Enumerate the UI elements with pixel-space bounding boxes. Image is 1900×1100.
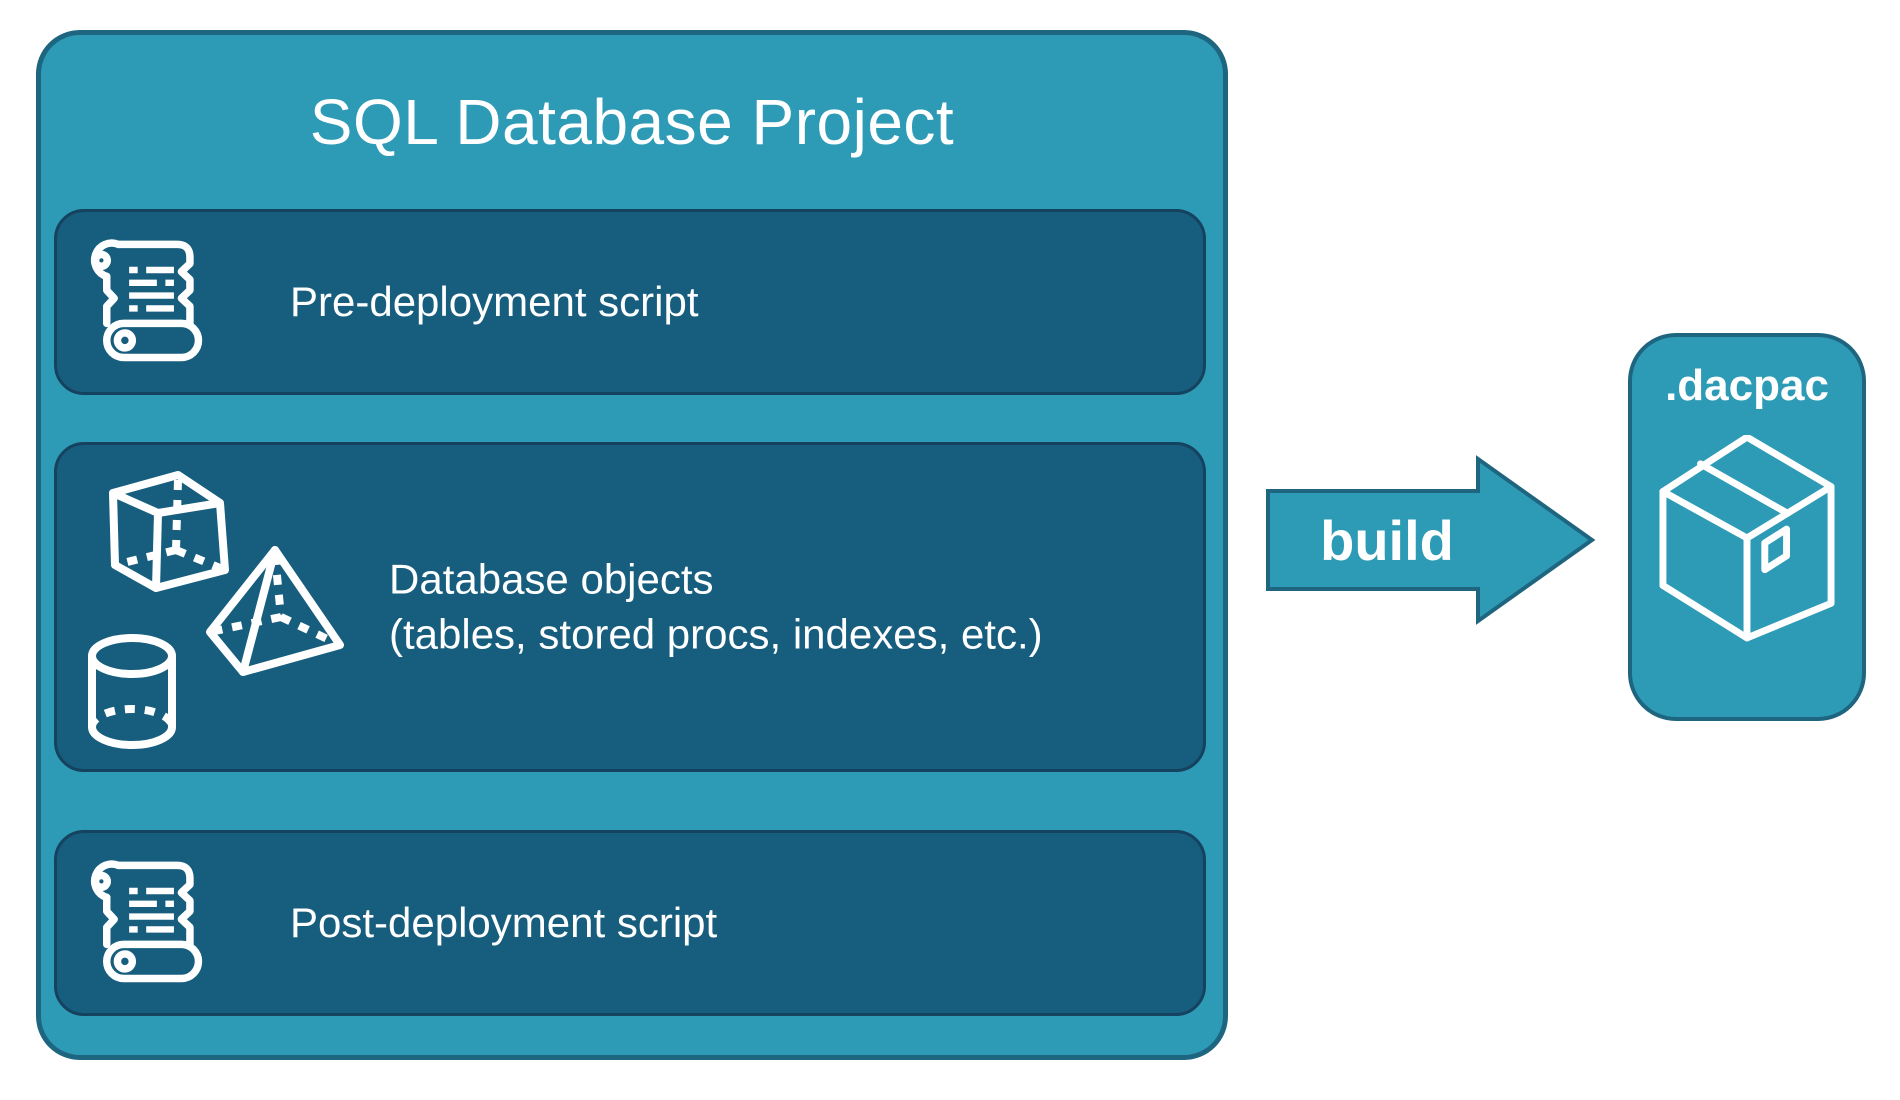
arrow-shape [1266,455,1596,625]
panel-pre-deployment: Pre-deployment script [54,209,1206,395]
geometry-shapes-icon [88,471,344,749]
scroll-icon [90,860,203,983]
dacpac-box: .dacpac [1628,333,1866,721]
panel-database-objects: Database objects (tables, stored procs, … [54,442,1206,772]
build-arrow: build [1266,455,1596,625]
sql-database-project-container: SQL Database Project [36,30,1228,1060]
pyramid-icon [206,546,344,676]
database-objects-line2: (tables, stored procs, indexes, etc.) [389,611,1043,658]
cube-icon [109,471,229,592]
database-objects-label: Database objects (tables, stored procs, … [389,552,1043,663]
scroll-icon [90,239,203,362]
cylinder-icon [88,634,176,749]
database-objects-line1: Database objects [389,555,714,603]
panel-post-deployment: Post-deployment script [54,830,1206,1016]
project-title: SQL Database Project [309,86,955,158]
pre-deployment-label: Pre-deployment script [290,278,699,325]
package-icon [1659,435,1835,642]
build-label: build [1320,508,1454,572]
dacpac-label: .dacpac [1665,361,1829,410]
post-deployment-label: Post-deployment script [290,899,718,946]
